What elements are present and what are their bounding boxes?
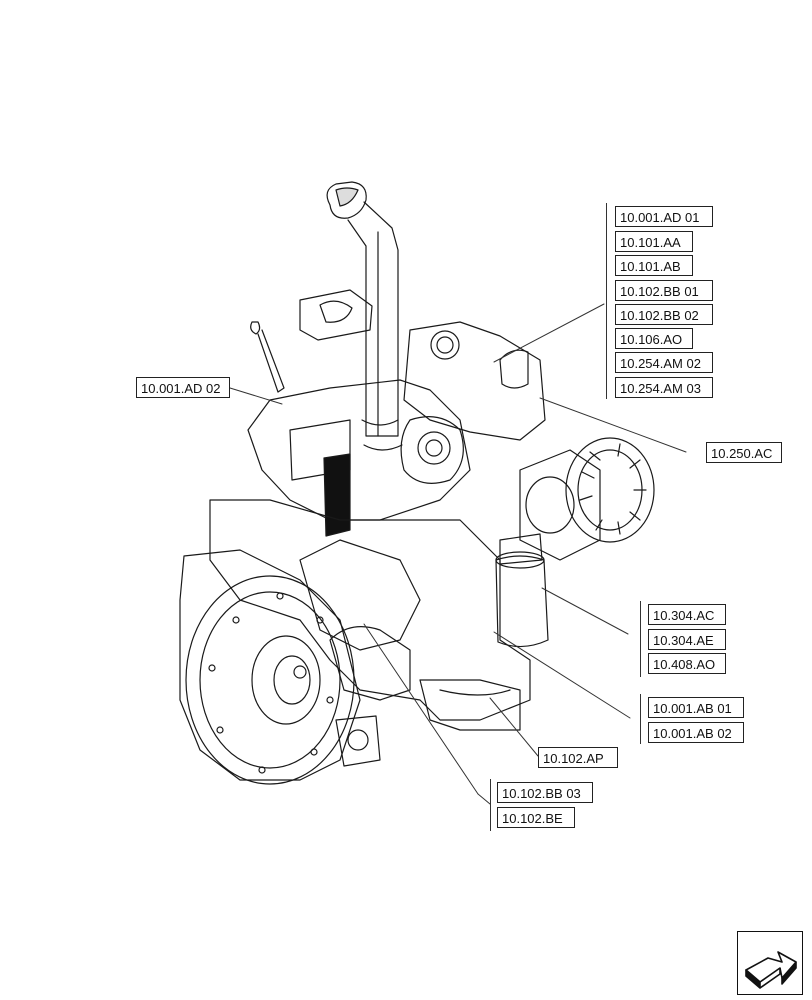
alternator xyxy=(519,437,655,561)
callout-label[interactable]: 10.102.BE xyxy=(497,807,575,828)
callout-label[interactable]: 10.102.BB 01 xyxy=(615,280,713,301)
flywheel xyxy=(179,549,381,785)
callout-label[interactable]: 10.102.BB 03 xyxy=(497,782,593,803)
callout-label[interactable]: 10.304.AC xyxy=(648,604,726,625)
dipstick xyxy=(250,321,285,393)
callout-label[interactable]: 10.254.AM 02 xyxy=(615,352,713,373)
callout-label[interactable]: 10.408.AO xyxy=(648,653,726,674)
next-page-arrow-icon[interactable] xyxy=(737,931,803,995)
callout-label[interactable]: 10.250.AC xyxy=(706,442,782,463)
callout-bracket-bottom xyxy=(490,779,491,831)
callout-label[interactable]: 10.254.AM 03 xyxy=(615,377,713,398)
engine-upper-block xyxy=(247,289,546,537)
callout-label[interactable]: 10.102.BB 02 xyxy=(615,304,713,325)
callout-bracket-top xyxy=(606,203,607,399)
engine-lower-block xyxy=(209,499,531,731)
callout-label[interactable]: 10.102.AP xyxy=(538,747,618,768)
callout-label[interactable]: 10.001.AB 01 xyxy=(648,697,744,718)
oil-filter xyxy=(495,533,549,648)
callout-bracket-filter xyxy=(640,601,641,677)
callout-label[interactable]: 10.001.AD 01 xyxy=(615,206,713,227)
callout-label[interactable]: 10.101.AA xyxy=(615,231,693,252)
callout-label[interactable]: 10.001.AB 02 xyxy=(648,722,744,743)
callout-label[interactable]: 10.101.AB xyxy=(615,255,693,276)
callout-label[interactable]: 10.304.AE xyxy=(648,629,726,650)
callout-bracket-oil-pan xyxy=(640,694,641,744)
exhaust-pipe xyxy=(326,181,403,451)
callout-label[interactable]: 10.001.AD 02 xyxy=(136,377,230,398)
leader-lines xyxy=(229,303,687,805)
callout-label[interactable]: 10.106.AO xyxy=(615,328,693,349)
